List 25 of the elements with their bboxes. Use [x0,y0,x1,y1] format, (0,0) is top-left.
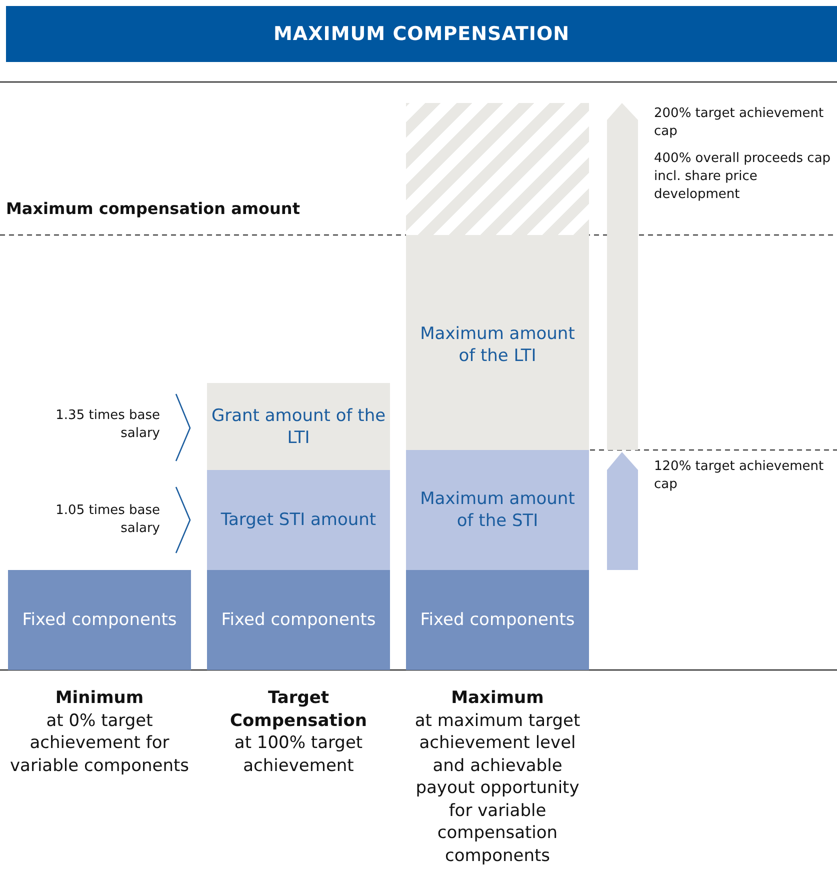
sti-block [406,450,589,570]
fixed-components-block [8,570,191,670]
multiplier-note: 1.35 times base salary [54,407,160,443]
fixed-components-block [207,570,390,670]
block-label: Fixed components [221,609,376,631]
column-caption: Minimum at 0% target achievement for variable components [8,687,190,777]
cap-note: 400% overall proceeds cap incl. share price development [654,150,832,204]
column-caption: Target Compensation at 100% target achievement [229,687,368,777]
hatched-bar [406,103,589,235]
block-label: Maximum amount of the STI [419,488,576,532]
column-caption: Maximum at maximum target achievement level and achievable payout opportunity for variable compensation components [414,687,582,867]
multiplier-note: 1.05 times base salary [54,502,160,538]
threshold-label: Maximum compensation amount [6,200,301,218]
lti-block [406,235,589,450]
block-label: Maximum amount of the LTI [419,322,576,366]
block-label: Grant amount of the LTI [211,404,386,448]
title-banner: MAXIMUM COMPENSATION [6,6,837,62]
sti-block [207,470,390,570]
block-label: Fixed components [22,609,177,631]
cap-note: 120% target achievement cap [654,458,825,494]
cap-note: 200% target achievement cap [654,105,825,141]
block-label: Target STI amount [220,509,376,531]
fixed-components-block [406,570,589,670]
block-label: Fixed components [420,609,575,631]
lti-block [207,383,390,470]
